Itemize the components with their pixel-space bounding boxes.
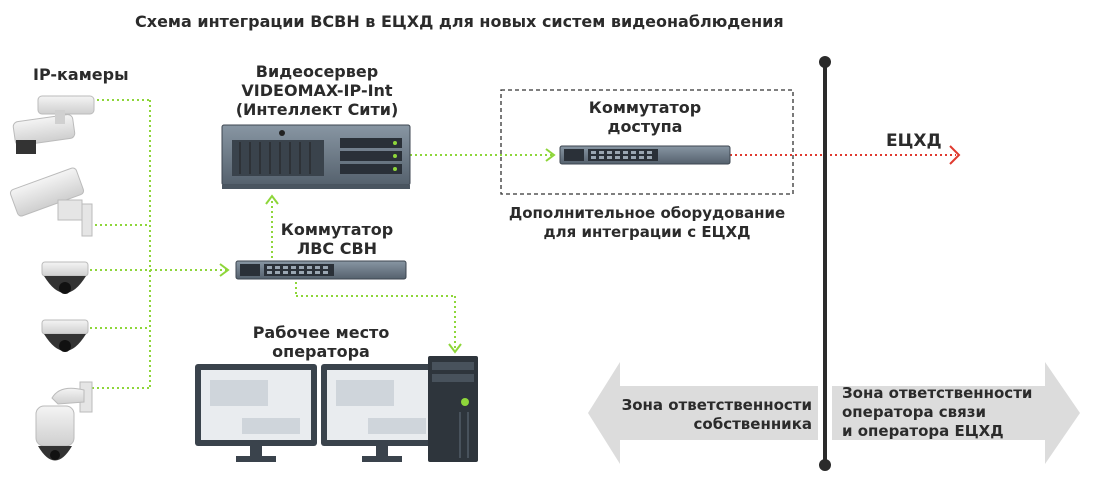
access-switch-label: Коммутатор доступа <box>560 98 730 136</box>
pc-tower-icon <box>428 356 478 462</box>
monitor-icon <box>195 364 317 462</box>
access-switch-label-line1: Коммутатор <box>588 98 702 117</box>
cameras-label: IP-камеры <box>33 65 129 84</box>
dome-camera-icon <box>41 319 89 352</box>
extra-equipment-label: Дополнительное оборудование для интеграц… <box>487 204 807 242</box>
operator-zone-label-line1: Зона ответственности <box>842 384 1033 402</box>
owner-zone-label-line1: Зона ответственности <box>621 396 812 414</box>
workstation-label-line2: оператора <box>272 342 370 361</box>
videoserver-label-line3: (Интеллект Сити) <box>235 100 399 119</box>
dome-camera-icon <box>41 261 89 294</box>
lan-switch-label-line2: ЛВС СВН <box>296 239 378 258</box>
box-camera-icon <box>9 167 93 237</box>
operator-zone-label-line2: оператора связи <box>842 403 987 421</box>
operator-zone-label: Зона ответственности оператора связи и о… <box>842 384 1052 441</box>
workstation-label: Рабочее место оператора <box>236 323 406 361</box>
access-switch-label-line2: доступа <box>607 117 683 136</box>
monitor-icon <box>321 364 443 462</box>
bullet-camera-icon <box>12 95 95 154</box>
extra-equipment-box <box>500 89 794 195</box>
videoserver-icon <box>221 124 411 189</box>
videoserver-label: Видеосервер VIDEOMAX-IP-Int (Интеллект С… <box>222 62 412 119</box>
ecxd-link <box>730 145 961 165</box>
owner-zone-arrow <box>588 362 818 464</box>
ptz-camera-icon <box>35 381 93 461</box>
access-switch-icon <box>559 145 731 165</box>
owner-zone-label-line2: собственника <box>693 415 812 433</box>
operator-zone-label-line3: и оператора ЕЦХД <box>842 422 1004 440</box>
lan-switch-icon <box>235 260 407 280</box>
lan-switch-label: Коммутатор ЛВС СВН <box>262 220 412 258</box>
diagram-title: Схема интеграции ВСВН в ЕЦХД для новых с… <box>135 12 784 31</box>
owner-zone-label: Зона ответственности собственника <box>620 396 812 434</box>
workstation-label-line1: Рабочее место <box>252 323 390 342</box>
operator-zone-arrow <box>832 362 1080 464</box>
ecxd-label: ЕЦХД <box>886 131 942 151</box>
camera-links <box>90 99 552 389</box>
videoserver-label-line1: Видеосервер <box>255 62 379 81</box>
extra-equipment-label-line1: Дополнительное оборудование <box>508 204 786 222</box>
link-arrowheads <box>219 148 556 354</box>
extra-equipment-label-line2: для интеграции с ЕЦХД <box>543 223 751 241</box>
videoserver-label-line2: VIDEOMAX-IP-Int <box>241 81 393 100</box>
lan-switch-label-line1: Коммутатор <box>280 220 394 239</box>
responsibility-divider <box>819 56 831 471</box>
